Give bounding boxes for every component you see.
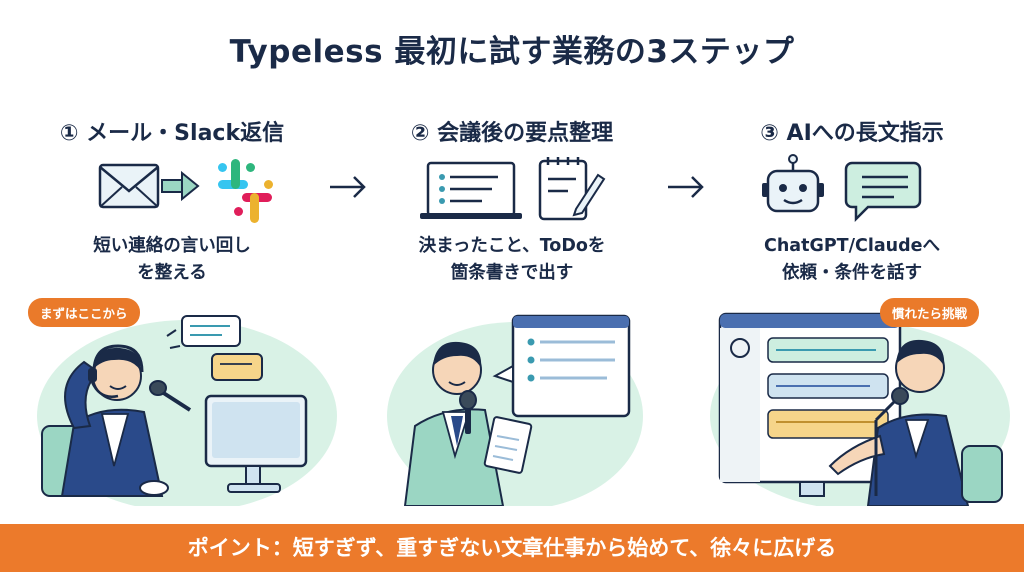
arrow-right-icon <box>161 170 200 202</box>
step-2-description: 決まったこと、ToDoを 箇条書きで出す <box>418 236 606 283</box>
step-3-description: ChatGPT/Claudeへ 依頼・条件を話す <box>764 236 940 283</box>
scene-meeting-notes <box>387 314 643 506</box>
step-3: ③ AIへの長文指示 ChatGPT/Claudeへ 依頼・条件を話す <box>702 115 1002 293</box>
step-2-heading: ② 会議後の要点整理 <box>410 121 614 146</box>
step-3-icons <box>702 149 1002 229</box>
whiteboard-icon <box>420 161 522 219</box>
step-2-icons <box>362 149 662 229</box>
arrow-right-icon <box>330 176 366 198</box>
footer-tip-banner: ポイント：短すぎず、重すぎない文章仕事から始めて、徐々に広げる <box>0 524 1024 572</box>
start-here-badge: まずはここから <box>28 298 140 327</box>
step-1-description: 短い連絡の言い回し を整える <box>93 236 251 283</box>
notepad-pencil-icon <box>538 157 606 221</box>
step-1: ① メール・Slack返信 <box>22 115 322 293</box>
slack-logo-icon <box>218 159 273 223</box>
arrow-right-icon <box>668 176 704 198</box>
robot-icon <box>762 154 824 213</box>
page-title: Typeless 最初に試す業務の3ステップ <box>229 34 795 70</box>
mail-icon <box>98 163 160 209</box>
advanced-badge: 慣れたら挑戦 <box>880 298 980 327</box>
step-3-heading: ③ AIへの長文指示 <box>760 121 944 146</box>
scene-ai-chat <box>710 312 1010 506</box>
chat-bubble-icon <box>844 161 922 223</box>
step-2: ② 会議後の要点整理 <box>362 115 662 293</box>
step-1-heading: ① メール・Slack返信 <box>59 121 285 146</box>
step-1-icons <box>22 149 322 229</box>
scene-headset-worker <box>37 315 337 506</box>
